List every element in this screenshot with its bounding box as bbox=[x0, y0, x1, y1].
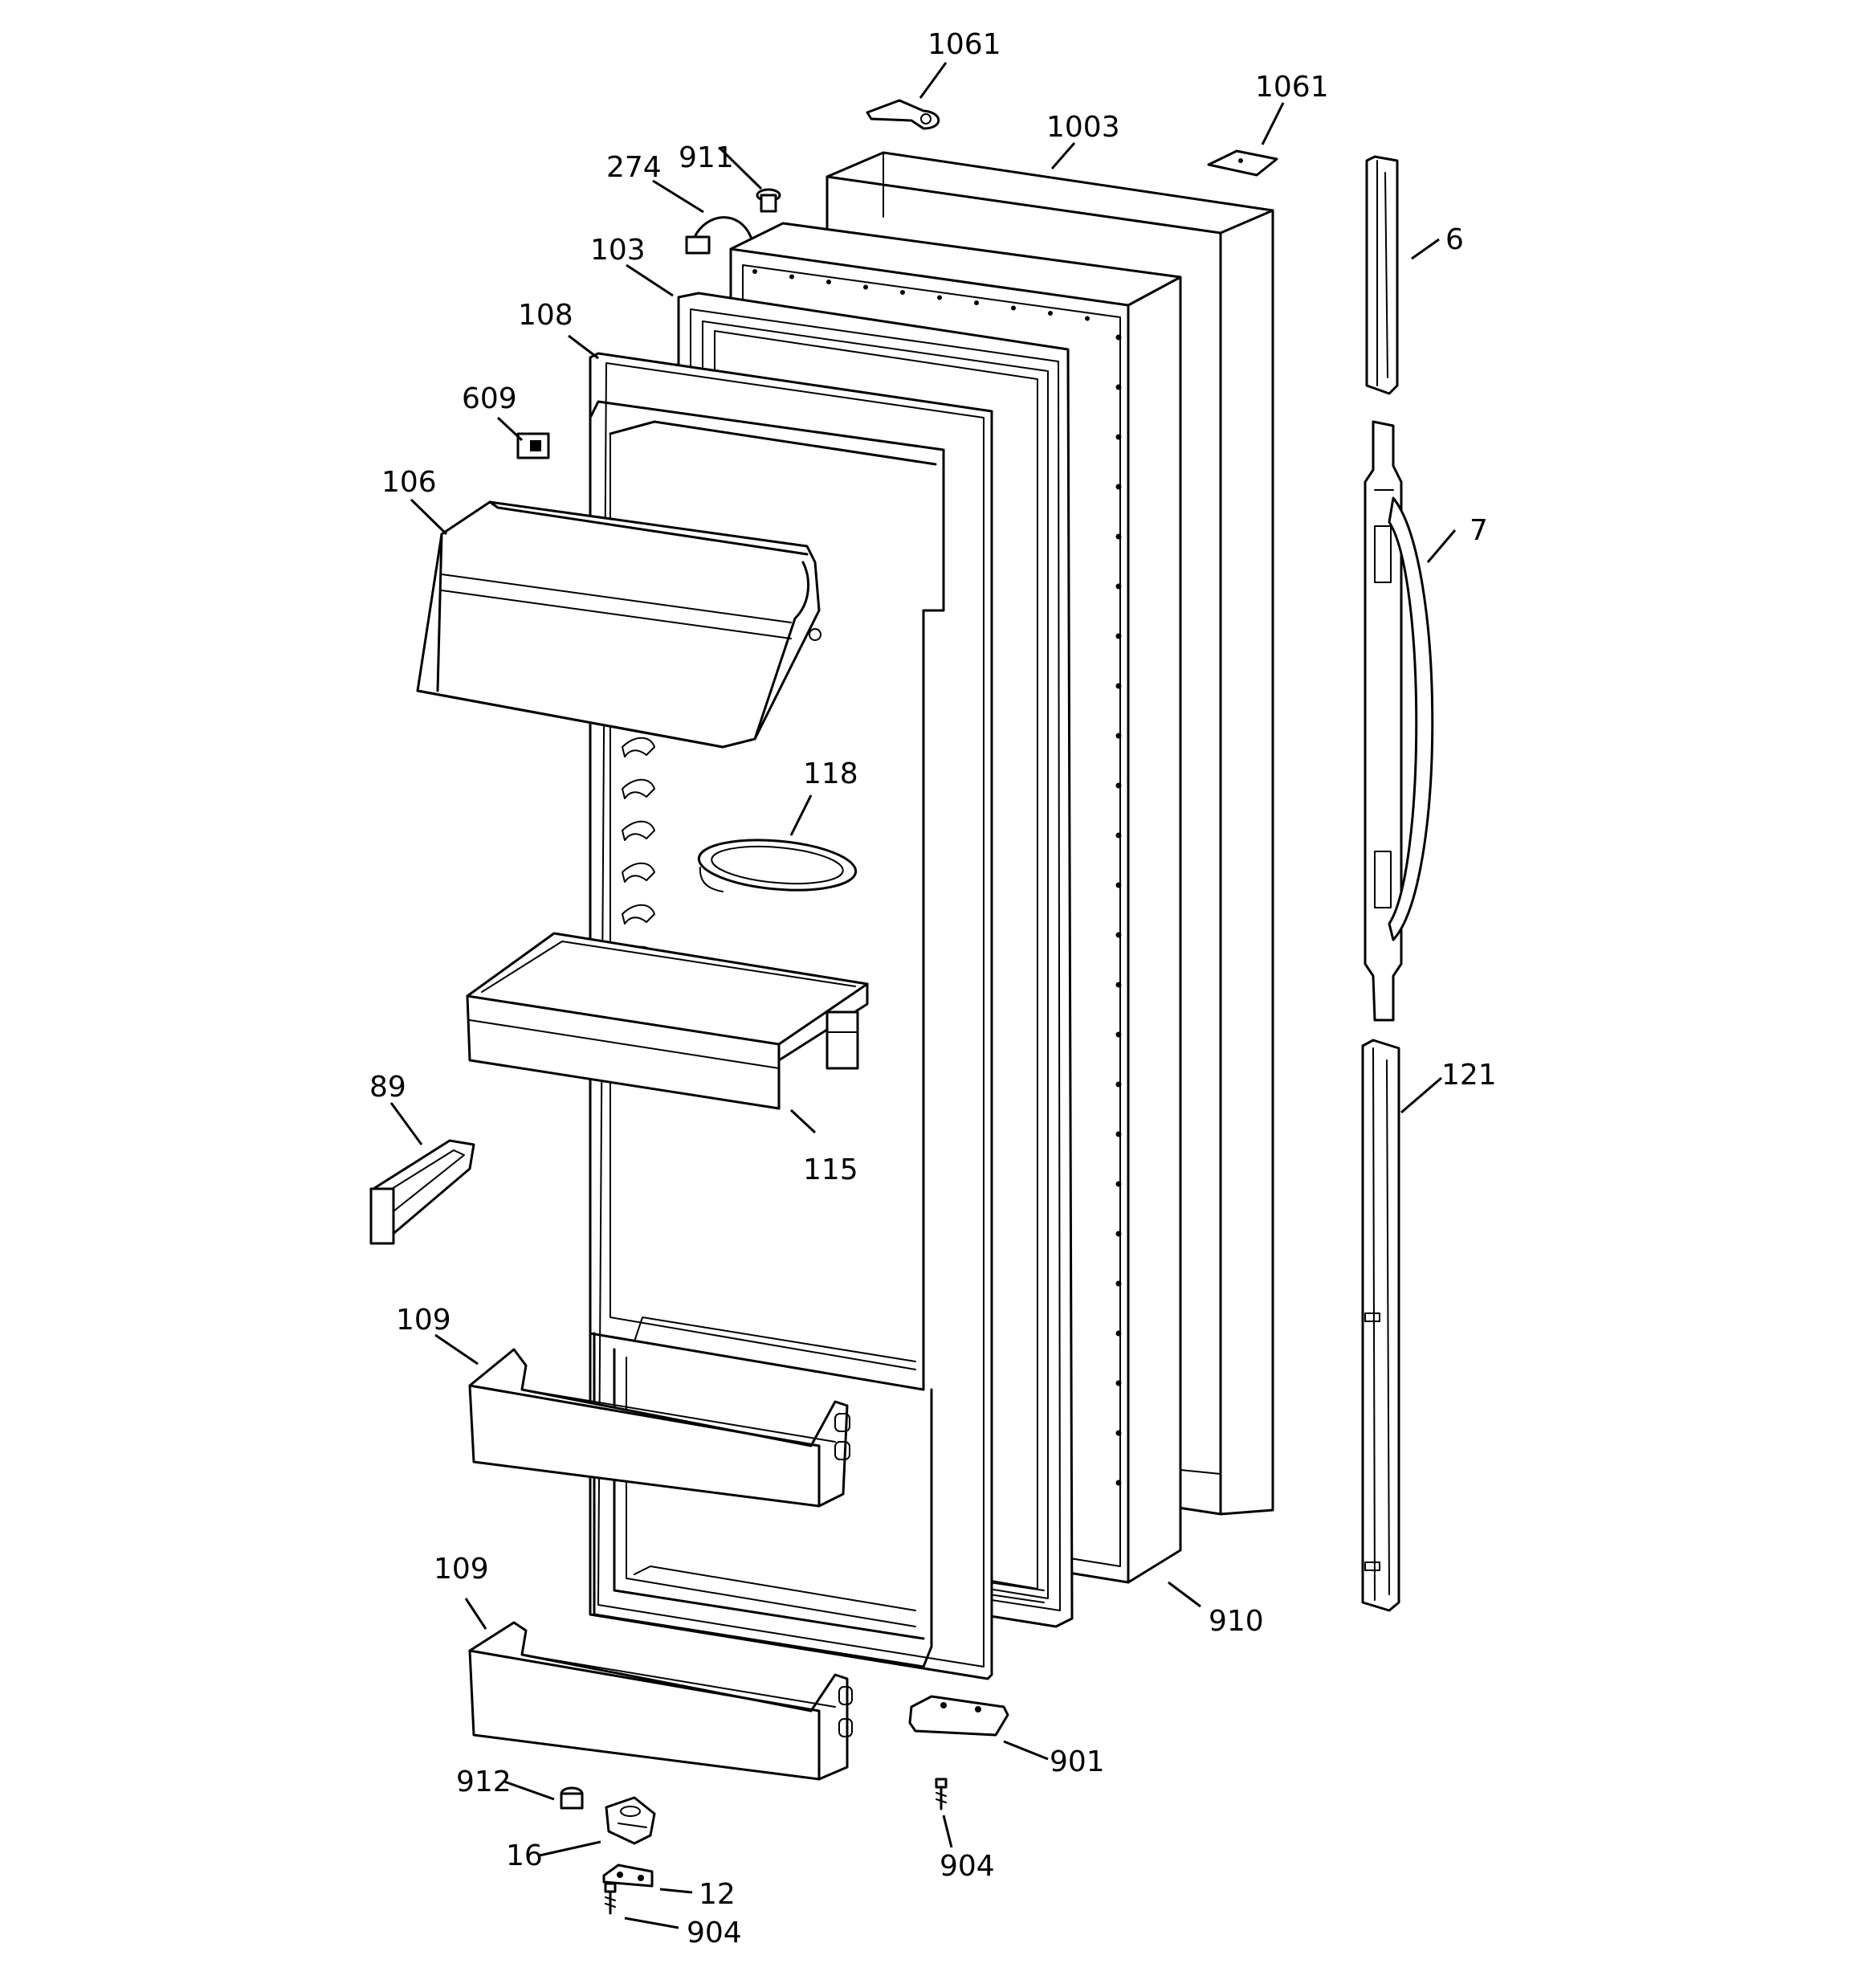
mounting-hole bbox=[863, 284, 868, 290]
mounting-hole bbox=[1115, 1231, 1122, 1237]
mounting-hole bbox=[1115, 982, 1122, 988]
callout-6: 6 bbox=[1445, 223, 1464, 256]
part-89-switch-cover bbox=[369, 1139, 475, 1245]
mounting-hole bbox=[1115, 733, 1122, 739]
part-911-plug bbox=[756, 188, 781, 213]
part-1061-hinge-bracket-top bbox=[866, 99, 940, 130]
callout-1061-right: 1061 bbox=[1255, 71, 1329, 104]
callout-121: 121 bbox=[1441, 1059, 1497, 1092]
callout-911: 911 bbox=[679, 141, 734, 174]
callout-912: 912 bbox=[456, 1766, 512, 1798]
callout-109-upper: 109 bbox=[396, 1304, 451, 1337]
mounting-hole bbox=[1115, 583, 1122, 590]
callout-7: 7 bbox=[1470, 514, 1488, 547]
leader-lines bbox=[389, 62, 1457, 1929]
mounting-hole bbox=[1115, 533, 1122, 540]
mounting-hole bbox=[1115, 334, 1122, 341]
mounting-hole bbox=[900, 290, 905, 295]
callout-1061-top: 1061 bbox=[927, 28, 1001, 61]
part-118-egg-tray bbox=[697, 839, 858, 892]
mounting-hole bbox=[1115, 384, 1122, 390]
mounting-holes bbox=[752, 269, 1122, 1486]
callout-12: 12 bbox=[699, 1878, 736, 1911]
mounting-hole bbox=[1115, 683, 1122, 689]
mounting-hole bbox=[1115, 832, 1122, 839]
mounting-hole bbox=[1115, 1181, 1122, 1187]
mounting-hole bbox=[1048, 311, 1053, 316]
part-121-handle-trim bbox=[1361, 1039, 1400, 1612]
part-7-door-handle bbox=[1364, 420, 1434, 1022]
callout-115: 115 bbox=[803, 1153, 858, 1186]
mounting-hole bbox=[1115, 1131, 1122, 1137]
callout-910: 910 bbox=[1209, 1605, 1264, 1638]
part-109-upper-door-shelf bbox=[468, 1348, 850, 1508]
callout-904-lower: 904 bbox=[687, 1917, 742, 1949]
part-901-hinge-cover bbox=[908, 1695, 1009, 1737]
callout-103: 103 bbox=[590, 234, 646, 267]
part-12-bracket bbox=[602, 1863, 654, 1888]
mounting-hole bbox=[1011, 305, 1016, 311]
mounting-hole bbox=[1115, 882, 1122, 888]
callout-106: 106 bbox=[381, 466, 437, 499]
part-16-bottom-hinge bbox=[605, 1796, 656, 1845]
mounting-hole bbox=[1115, 1081, 1122, 1088]
part-6-handle-cap-top bbox=[1365, 155, 1399, 395]
part-912-cam bbox=[560, 1786, 584, 1810]
mounting-hole bbox=[937, 295, 942, 300]
callout-609: 609 bbox=[462, 382, 517, 415]
mounting-hole bbox=[1115, 1380, 1122, 1386]
callout-901: 901 bbox=[1050, 1745, 1105, 1778]
part-106-dairy-compartment bbox=[416, 500, 821, 749]
callout-274: 274 bbox=[606, 151, 662, 184]
mounting-hole bbox=[1115, 1330, 1122, 1337]
callout-labels: 1061 1061 1003 911 274 103 108 609 106 1… bbox=[369, 28, 1497, 1949]
mounting-hole bbox=[1115, 633, 1122, 639]
shelf-support-rib bbox=[622, 904, 655, 925]
shelf-support-rib bbox=[622, 737, 655, 757]
mounting-hole bbox=[1085, 316, 1090, 321]
shelf-support-rib bbox=[622, 862, 655, 883]
shelf-support-rib bbox=[622, 820, 655, 841]
mounting-hole bbox=[1115, 484, 1122, 490]
part-904-screw-lower bbox=[604, 1882, 617, 1915]
mounting-hole bbox=[1115, 1280, 1122, 1287]
callout-118: 118 bbox=[803, 757, 858, 790]
callout-16: 16 bbox=[506, 1839, 543, 1872]
mounting-hole bbox=[1115, 932, 1122, 938]
callout-109-lower: 109 bbox=[434, 1553, 489, 1586]
callout-904-upper: 904 bbox=[940, 1850, 995, 1883]
mounting-hole bbox=[789, 274, 794, 280]
part-904-screw-upper bbox=[935, 1778, 948, 1810]
part-609-switch bbox=[516, 432, 550, 459]
callout-108: 108 bbox=[518, 299, 573, 332]
mounting-hole bbox=[1115, 434, 1122, 440]
mounting-hole bbox=[1115, 1430, 1122, 1436]
mounting-hole bbox=[826, 280, 831, 284]
part-274-wire-harness bbox=[685, 216, 752, 255]
part-1061-hinge-bracket-right bbox=[1207, 149, 1278, 177]
shelf-support-rib bbox=[622, 778, 655, 799]
mounting-hole bbox=[1115, 1480, 1122, 1486]
mounting-hole bbox=[1115, 782, 1122, 789]
callout-1003: 1003 bbox=[1046, 111, 1120, 144]
part-115-door-bin bbox=[466, 932, 869, 1110]
mounting-hole bbox=[1115, 1031, 1122, 1038]
mounting-hole bbox=[752, 269, 757, 274]
mounting-hole bbox=[974, 300, 979, 305]
part-109-lower-door-shelf bbox=[468, 1621, 853, 1781]
callout-89: 89 bbox=[369, 1071, 406, 1104]
